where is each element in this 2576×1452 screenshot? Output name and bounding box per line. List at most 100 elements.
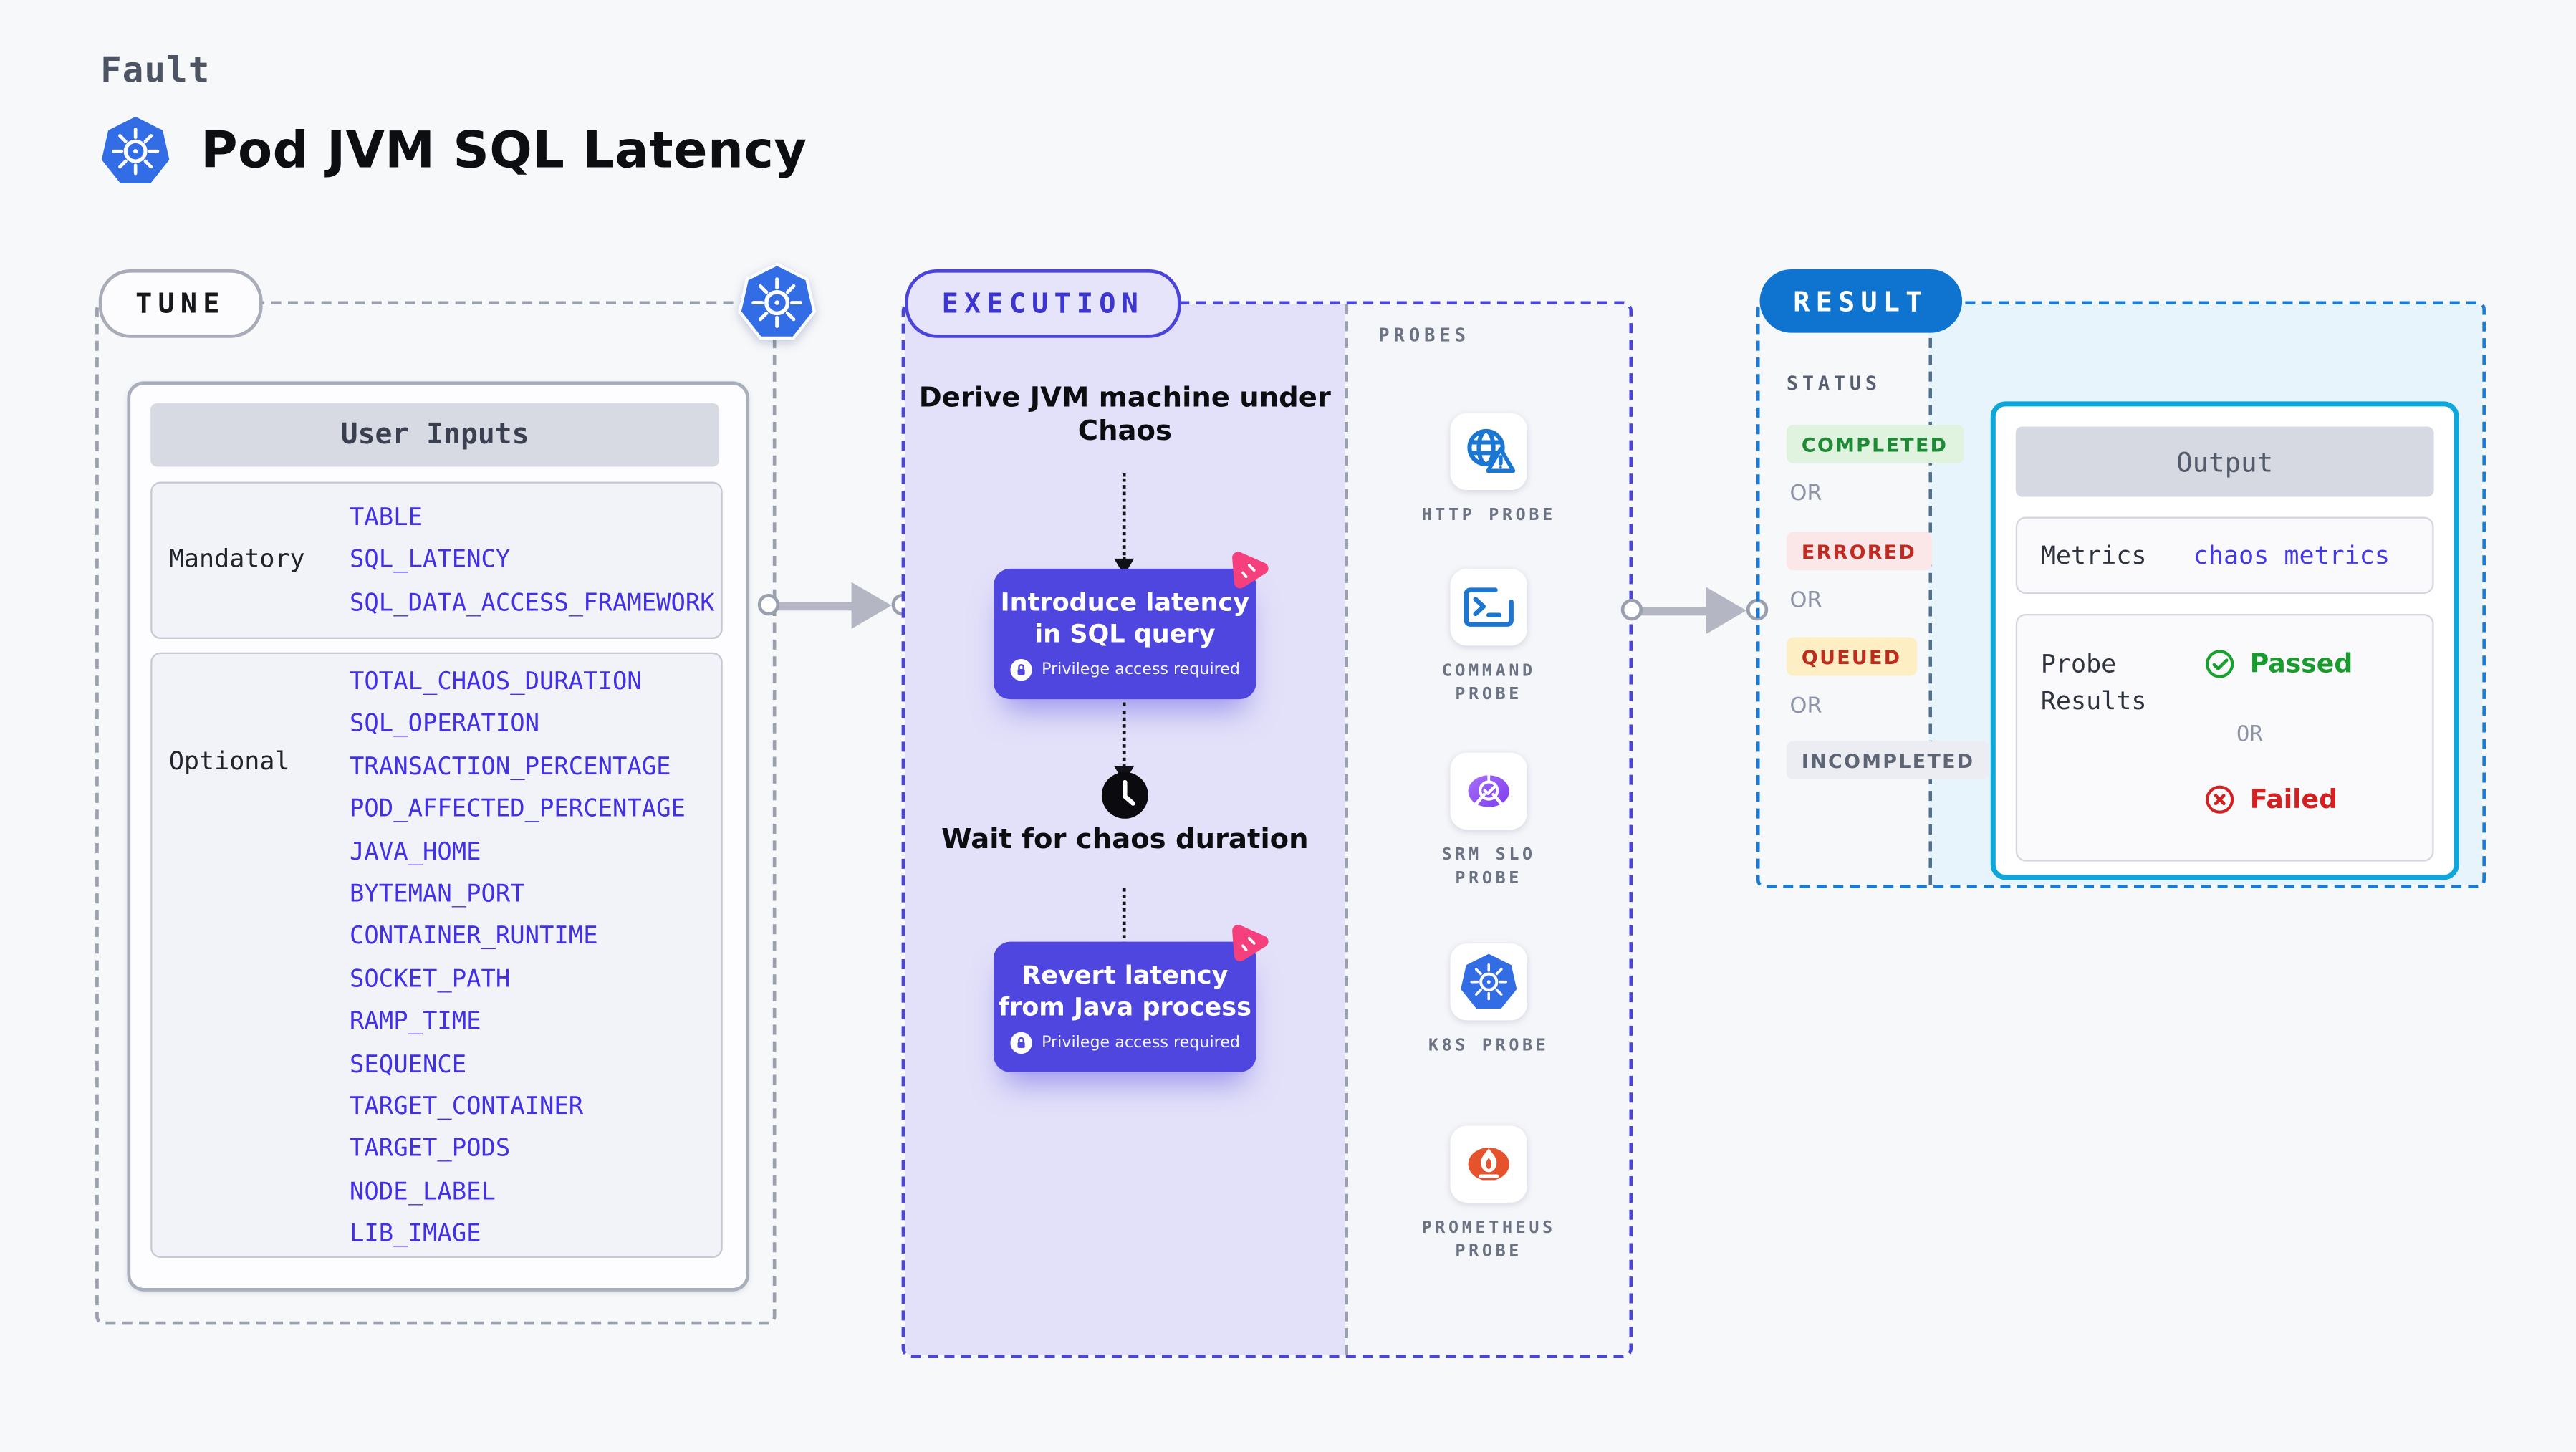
- input-value: SQL_DATA_ACCESS_FRAMEWORK: [350, 590, 715, 617]
- revert-latency-step: Revert latency from Java process Privile…: [994, 925, 1269, 1072]
- tune-section: User Inputs Mandatory TABLE SQL_LATENCY …: [95, 301, 777, 1325]
- srm-slo-probe-icon: [1468, 775, 1509, 807]
- passed-result: Passed: [2205, 649, 2353, 680]
- probe-card: [1450, 568, 1527, 646]
- probe-k8s: K8S PROBE: [1348, 943, 1629, 1058]
- k8s-probe-icon: [1461, 953, 1517, 1009]
- input-value: TOTAL_CHAOS_DURATION: [350, 669, 642, 696]
- probe-card: [1450, 752, 1527, 830]
- input-value: TRANSACTION_PERCENTAGE: [350, 754, 671, 782]
- clock-icon: [1100, 771, 1149, 819]
- status-badge-completed: COMPLETED: [1786, 425, 1964, 463]
- probe-label: HTTP PROBE: [1421, 506, 1556, 526]
- prometheus-probe-icon: [1468, 1148, 1509, 1184]
- title-row: Pod JVM SQL Latency: [99, 114, 807, 188]
- execution-to-result-arrow: [1620, 585, 1769, 635]
- kubernetes-icon: [738, 262, 817, 340]
- input-value: TARGET_CONTAINER: [350, 1094, 584, 1121]
- status-heading: STATUS: [1786, 371, 1881, 395]
- or-separator: OR: [1789, 481, 1822, 507]
- privilege-text: Privilege access required: [1042, 1034, 1241, 1052]
- introduce-latency-step: Introduce latency in SQL query Privilege…: [994, 552, 1269, 700]
- mandatory-values: TABLE SQL_LATENCY SQL_DATA_ACCESS_FRAMEW…: [350, 484, 715, 626]
- output-card: Output Metrics chaos metrics Probe Resul…: [1990, 401, 2459, 880]
- probe-label: COMMAND PROBE: [1441, 662, 1536, 703]
- probes-panel: PROBES HTTP PROBE: [1345, 304, 1630, 1355]
- input-value: JAVA_HOME: [350, 839, 481, 866]
- input-value: CONTAINER_RUNTIME: [350, 923, 598, 951]
- input-value: BYTEMAN_PORT: [350, 881, 525, 909]
- metrics-row: Metrics chaos metrics: [2015, 516, 2434, 594]
- input-value: TABLE: [350, 505, 423, 532]
- connector-dot: [1620, 598, 1643, 621]
- optional-label: Optional: [168, 746, 290, 777]
- input-value: POD_AFFECTED_PERCENTAGE: [350, 797, 686, 824]
- tune-badge: TUNE: [98, 269, 263, 338]
- failed-result: Failed: [2205, 784, 2337, 814]
- input-value: SEQUENCE: [350, 1051, 467, 1079]
- x-circle-icon: [2206, 785, 2234, 814]
- arrow-head: [1706, 587, 1746, 635]
- mandatory-row: Mandatory TABLE SQL_LATENCY SQL_DATA_ACC…: [150, 481, 723, 640]
- step-title: Revert latency from Java process: [998, 960, 1251, 1021]
- or-separator: OR: [2236, 722, 2263, 748]
- output-header: Output: [2015, 426, 2434, 497]
- lock-icon: [1009, 1032, 1032, 1054]
- flow-step-derive: Derive JVM machine under Chaos: [918, 381, 1331, 446]
- execution-section: Derive JVM machine under Chaos Introduce…: [901, 301, 1633, 1359]
- kubernetes-icon: [101, 116, 170, 183]
- execution-flow-panel: Derive JVM machine under Chaos Introduce…: [905, 304, 1345, 1355]
- mandatory-label: Mandatory: [168, 543, 305, 574]
- user-inputs-card: User Inputs Mandatory TABLE SQL_LATENCY …: [127, 381, 750, 1292]
- passed-label: Passed: [2249, 649, 2353, 680]
- result-section: STATUS COMPLETED OR ERRORED OR QUEUED OR…: [1756, 301, 2486, 888]
- probe-srm-slo: SRM SLO PROBE: [1348, 752, 1629, 890]
- chaos-experiment-icon: [1232, 552, 1269, 589]
- input-value: SQL_OPERATION: [350, 711, 540, 739]
- privilege-text: Privilege access required: [1042, 660, 1241, 680]
- chaos-experiment-icon: [1232, 925, 1269, 962]
- page-title: Pod JVM SQL Latency: [201, 121, 807, 181]
- down-arrow-icon: [1114, 473, 1135, 576]
- probe-results-row: Probe Results Passed OR Failed: [2015, 613, 2434, 862]
- metrics-label: Metrics: [2040, 540, 2147, 571]
- flow-step-wait: Wait for chaos duration: [941, 822, 1309, 855]
- probe-card: [1450, 413, 1527, 491]
- status-badge-errored: ERRORED: [1786, 532, 1932, 571]
- input-value: SQL_LATENCY: [350, 547, 511, 574]
- execution-badge: EXECUTION: [905, 269, 1181, 338]
- input-value: LIB_IMAGE: [350, 1221, 481, 1249]
- step-title: Introduce latency in SQL query: [1000, 587, 1250, 648]
- result-badge: RESULT: [1759, 269, 1962, 333]
- connector-dot: [757, 593, 780, 616]
- check-circle-icon: [2206, 650, 2234, 678]
- input-value: NODE_LABEL: [350, 1178, 496, 1206]
- arrow-head: [851, 582, 892, 629]
- probe-http: HTTP PROBE: [1348, 413, 1629, 528]
- probe-results-label: Probe Results: [2040, 649, 2147, 716]
- user-inputs-header: User Inputs: [150, 403, 720, 467]
- lock-icon: [1009, 659, 1032, 681]
- or-separator: OR: [1789, 588, 1822, 614]
- probes-heading: PROBES: [1378, 324, 1470, 347]
- down-arrow-icon: [1114, 702, 1135, 783]
- status-badge-queued: QUEUED: [1786, 637, 1917, 676]
- input-value: SOCKET_PATH: [350, 966, 511, 994]
- privilege-note: Privilege access required: [994, 1032, 1256, 1072]
- input-value: RAMP_TIME: [350, 1009, 481, 1037]
- probe-label: SRM SLO PROBE: [1441, 846, 1536, 888]
- tune-to-execution-arrow: [757, 580, 913, 630]
- optional-row: Optional TOTAL_CHAOS_DURATION SQL_OPERAT…: [150, 652, 723, 1258]
- probe-prometheus: PROMETHEUS PROBE: [1348, 1125, 1629, 1263]
- status-badge-incompleted: INCOMPLETED: [1786, 741, 1990, 780]
- privilege-note: Privilege access required: [994, 659, 1256, 699]
- input-value: TARGET_PODS: [350, 1136, 511, 1163]
- probe-card: [1450, 1125, 1527, 1203]
- optional-values: TOTAL_CHAOS_DURATION SQL_OPERATION TRANS…: [350, 654, 686, 1257]
- command-probe-icon: [1464, 587, 1514, 627]
- arrow-line: [1635, 606, 1715, 615]
- failed-label: Failed: [2249, 784, 2338, 815]
- fault-kicker: Fault: [100, 50, 211, 91]
